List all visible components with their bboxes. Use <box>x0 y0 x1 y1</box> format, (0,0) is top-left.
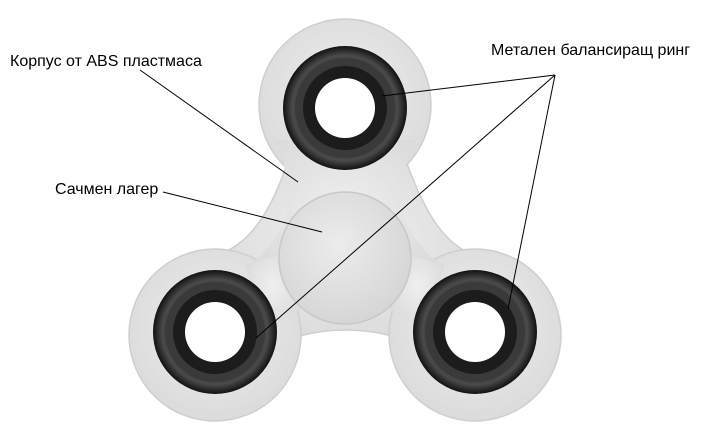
label-ball-bearing: Сачмен лагер <box>55 181 159 198</box>
leader-lines <box>139 69 556 339</box>
label-abs-body: Корпус от ABS пластмаса <box>10 53 202 70</box>
leader-line-ring-top <box>381 74 556 97</box>
leader-line-ring-right <box>507 74 556 310</box>
label-metal-ring: Метален балансиращ ринг <box>491 42 691 59</box>
ring-top <box>283 46 407 170</box>
center-bearing-cap <box>278 191 412 325</box>
ring-bottom-left <box>153 270 277 394</box>
leader-line-ring-left <box>255 74 556 339</box>
ring-bottom-right <box>413 270 537 394</box>
leader-line-body <box>139 69 299 183</box>
leader-line-bearing <box>162 191 323 233</box>
